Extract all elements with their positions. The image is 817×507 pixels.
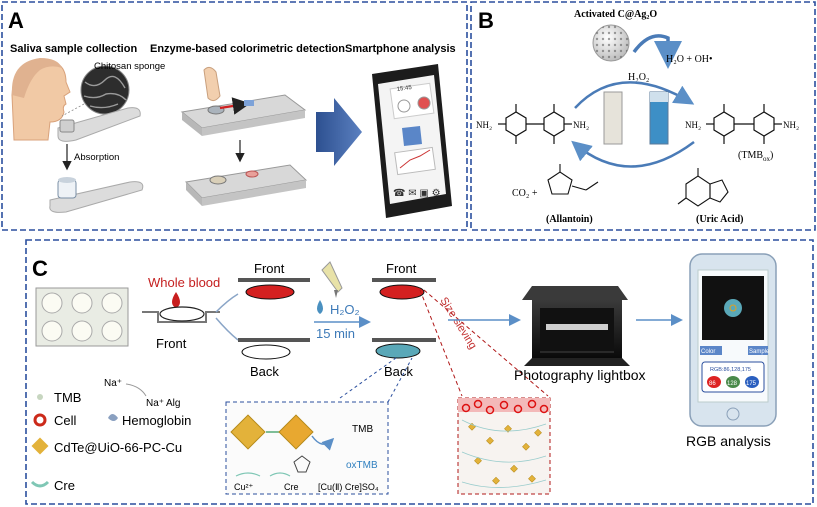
mechanism-inset xyxy=(225,357,413,495)
split-arrow-up xyxy=(215,293,239,313)
h2o2-droplet xyxy=(317,300,323,314)
rgb-analysis-label: RGB analysis xyxy=(686,433,771,449)
back-strip-spot xyxy=(241,344,291,360)
back-label-2: Back xyxy=(384,364,413,379)
h2o2-label-b: H₂O₂ xyxy=(628,72,649,83)
front-strip xyxy=(238,278,310,282)
legend-cell: Cell xyxy=(54,413,77,428)
enzyme-device-top xyxy=(180,66,307,136)
smartphone-illustration: ☎ ✉ ▣ ⚙ xyxy=(372,64,452,218)
allantoin-molecule xyxy=(547,164,599,195)
tmbox-nh2-right: NH₂ xyxy=(783,120,799,130)
catalyst-label: Activated C@Ag₂O xyxy=(574,9,657,20)
sponge-label: Chitosan sponge xyxy=(94,61,165,72)
legend-alg: Alg xyxy=(166,398,180,409)
absorption-label: Absorption xyxy=(74,152,119,163)
oxidation-arc xyxy=(574,81,695,109)
split-arrow-down xyxy=(215,317,239,341)
phone-sample-button[interactable]: Sample xyxy=(749,349,770,355)
photography-lightbox xyxy=(522,286,630,366)
time-label: 15 min xyxy=(316,326,355,341)
pipette xyxy=(321,261,343,298)
enzyme-title: Enzyme-based colorimetric detection xyxy=(150,43,345,55)
vial-colorless xyxy=(603,91,623,145)
legend xyxy=(30,383,147,488)
lightbox-label: Photography lightbox xyxy=(514,367,646,383)
chitosan-sponge-zoom xyxy=(61,65,130,117)
h2o2-label-c: H₂O₂ xyxy=(330,302,360,317)
tmb-nh2-left: NH₂ xyxy=(476,120,492,130)
tmb-nh2-right: NH₂ xyxy=(573,120,589,130)
tmbox-nh2-left: NH₂ xyxy=(685,120,701,130)
inset-oxtmb: oxTMB xyxy=(346,460,378,471)
panel-b-border xyxy=(470,1,816,231)
saliva-title: Saliva sample collection xyxy=(10,43,137,55)
rgb-phone xyxy=(689,253,777,427)
catalyst-cycle-arrow xyxy=(632,34,682,69)
front-strip-spot xyxy=(245,284,295,300)
panel-a-letter: A xyxy=(8,8,24,33)
r-value: 86 xyxy=(709,381,716,387)
sieving-line-1 xyxy=(419,289,463,397)
panel-b-letter: B xyxy=(478,8,494,33)
tmb-molecule xyxy=(498,104,572,144)
rgb-readout: RGB:86,128,175 xyxy=(710,367,751,373)
reduction-arc xyxy=(571,140,695,168)
blood-drop xyxy=(172,292,180,308)
tmbox-label: (TMBox) xyxy=(738,150,773,163)
front-label-2: Front xyxy=(254,261,285,276)
front-strip-2 xyxy=(372,278,436,282)
front-strip-2-spot xyxy=(379,284,425,300)
front-label-1: Front xyxy=(156,336,187,351)
panel-c-letter: C xyxy=(32,256,48,281)
whole-blood-label: Whole blood xyxy=(148,275,220,290)
enzyme-device-bottom xyxy=(184,164,308,206)
uric-acid-label: (Uric Acid) xyxy=(696,214,744,225)
smartphone-title: Smartphone analysis xyxy=(345,43,456,55)
legend-na-bottom: Na⁺ xyxy=(146,398,164,409)
phone-color-button[interactable]: Color xyxy=(701,349,715,355)
sieving-line-2 xyxy=(423,289,549,397)
face-illustration xyxy=(11,58,71,141)
legend-hemoglobin: Hemoglobin xyxy=(122,413,191,428)
back-label-1: Back xyxy=(250,364,279,379)
b-value: 175 xyxy=(746,381,757,387)
legend-tmb: TMB xyxy=(54,390,81,405)
flow-arrow-a xyxy=(316,98,362,166)
panel-a-border xyxy=(1,1,468,231)
tmbox-molecule xyxy=(706,104,782,144)
inset-cre: Cre xyxy=(284,482,299,492)
phone-time: 15:45 xyxy=(396,85,412,93)
well-plate xyxy=(35,287,129,347)
sample-well xyxy=(142,306,220,323)
size-sieving-label: Size sieving xyxy=(437,295,478,351)
back-strip-2-spot xyxy=(375,343,421,359)
legend-cdte: CdTe@UiO-66-PC-Cu xyxy=(54,440,182,455)
back-strip-2 xyxy=(372,338,436,342)
sponge-holder-bottom xyxy=(49,177,144,213)
inset-cu: Cu²⁺ xyxy=(234,482,254,492)
inset-complex: [Cu(Ⅱ) Cre]SO₄ xyxy=(318,482,379,492)
allantoin-label: (Allantoin) xyxy=(546,214,593,225)
back-strip xyxy=(238,338,310,342)
g-value: 128 xyxy=(727,381,738,387)
front-label-3: Front xyxy=(386,261,417,276)
svg-text:☎ ✉ ▣ ⚙: ☎ ✉ ▣ ⚙ xyxy=(393,188,441,199)
h2o-oh-label: H₂O + OH• xyxy=(666,54,713,65)
membrane-section xyxy=(457,397,551,495)
co2-label: CO₂ + xyxy=(512,188,538,199)
legend-cre: Cre xyxy=(54,478,75,493)
inset-tmb: TMB xyxy=(352,424,373,435)
panel-c-border xyxy=(25,239,814,505)
uric-acid-molecule xyxy=(677,168,729,207)
legend-na-top: Na⁺ xyxy=(104,378,122,389)
sponge-holder-top xyxy=(57,107,141,142)
